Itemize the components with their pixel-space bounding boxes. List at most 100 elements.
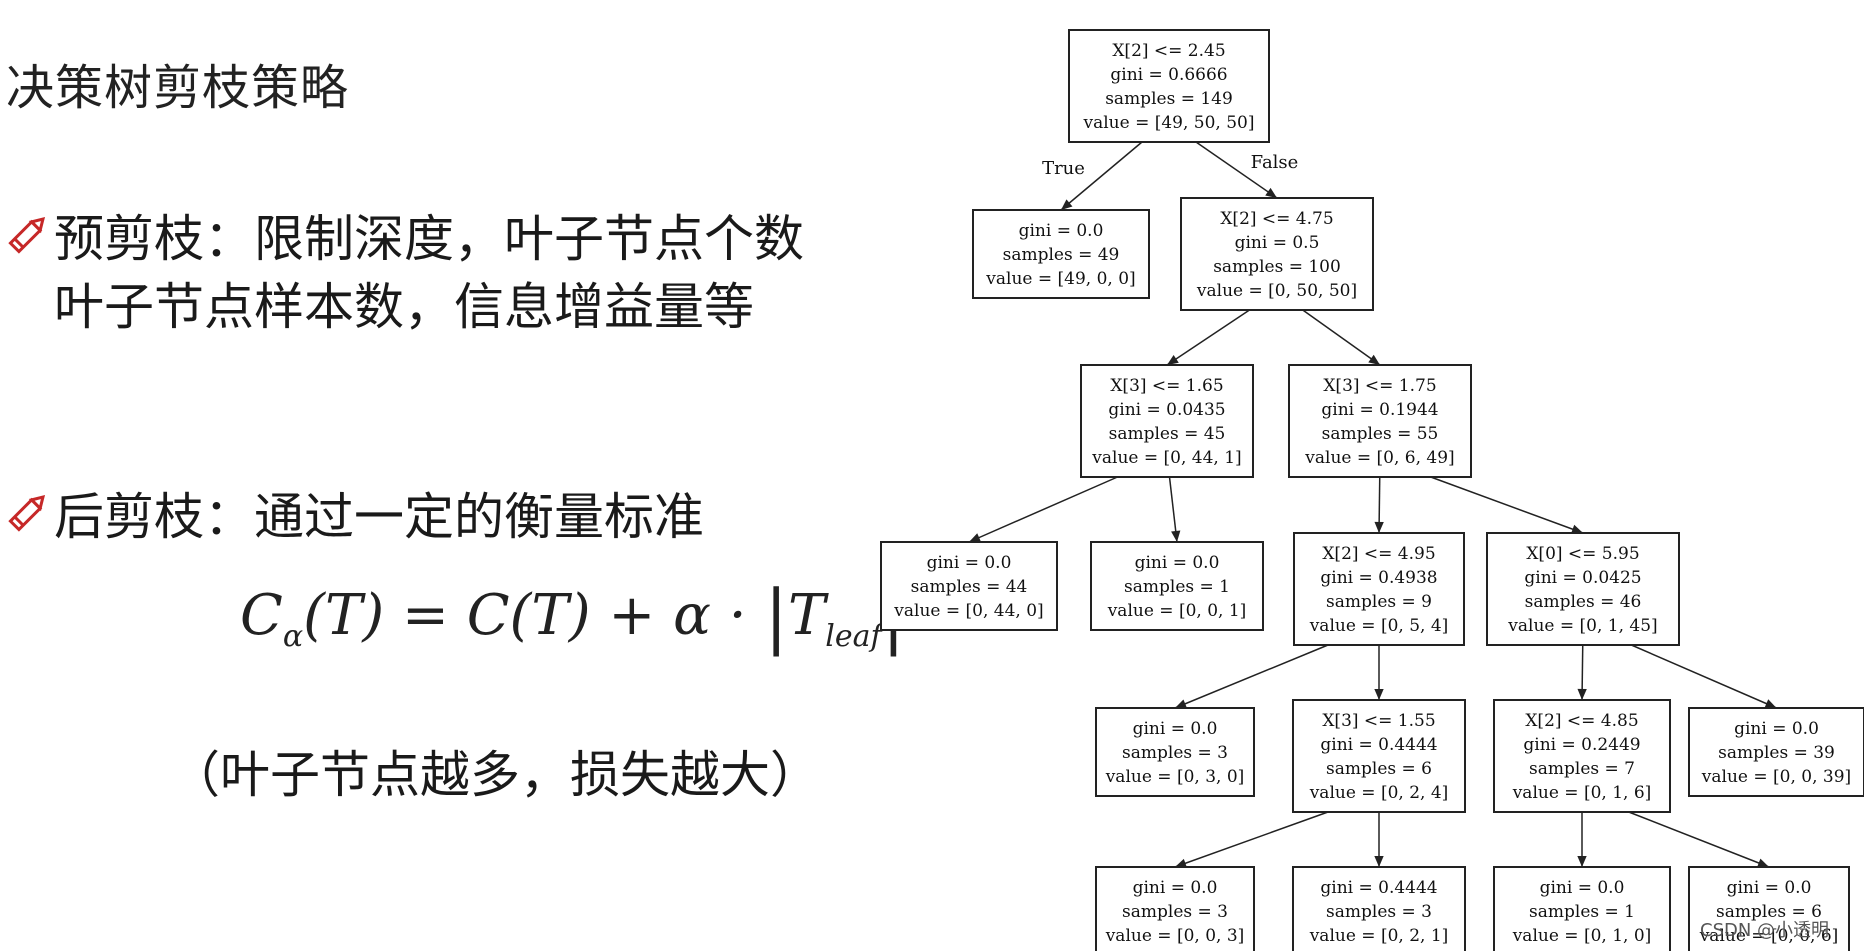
tree-edge-arrowhead bbox=[1171, 530, 1181, 542]
tree-node-text: samples = 55 bbox=[1322, 424, 1439, 444]
tree-node-box bbox=[1493, 699, 1671, 813]
tree-node-text: X[3] <= 1.65 bbox=[1110, 376, 1223, 396]
tree-node-text: value = [0, 3, 0] bbox=[1105, 767, 1245, 787]
tree-node: gini = 0.4444 samples = 3 value = [0, 2, 1… bbox=[1292, 866, 1466, 951]
tree-edge-arrowhead bbox=[1175, 699, 1187, 709]
tree-node-text: value = [49, 0, 0] bbox=[985, 269, 1135, 289]
pencil-icon bbox=[0, 210, 52, 262]
tree-node: gini = 0.0 samples = 49 value = [49, 0, 0] bbox=[972, 209, 1150, 299]
tree-node-text: samples = 9 bbox=[1326, 592, 1432, 612]
tree-node-text: gini = 0.4444 bbox=[1320, 878, 1437, 898]
tree-edge-arrowhead bbox=[1175, 858, 1187, 868]
tree-node-box bbox=[1292, 699, 1466, 813]
tree-edge-arrowhead bbox=[1374, 688, 1384, 700]
tree-node-text: gini = 0.1944 bbox=[1321, 400, 1438, 420]
tree-node-box bbox=[1068, 29, 1270, 143]
edge-label-false: False bbox=[1251, 152, 1299, 173]
tree-edge bbox=[1628, 811, 1770, 868]
tree-node-text: gini = 0.6666 bbox=[1110, 65, 1227, 85]
edge-label-true: True bbox=[1042, 158, 1085, 179]
tree-node-text: gini = 0.5 bbox=[1235, 233, 1320, 253]
formula-leaf-subscript: leaf bbox=[825, 619, 882, 655]
tree-node-text: value = [0, 50, 50] bbox=[1196, 281, 1357, 301]
tree-node-text: gini = 0.0425 bbox=[1524, 568, 1641, 588]
tree-node: gini = 0.0 samples = 44 value = [0, 44, 0] bbox=[880, 541, 1058, 631]
tree-node-box bbox=[880, 541, 1058, 631]
tree-node-text: value = [0, 6, 49] bbox=[1304, 448, 1454, 468]
tree-node-text: samples = 44 bbox=[911, 577, 1028, 597]
tree-node-box bbox=[1688, 866, 1850, 951]
slide-title: 决策树剪枝策略 bbox=[6, 60, 350, 116]
tree-node-box bbox=[1292, 866, 1466, 951]
tree-node-text: samples = 3 bbox=[1122, 743, 1228, 763]
pre-pruning-line1: 预剪枝：限制深度，叶子节点个数 bbox=[54, 210, 804, 268]
tree-node-box bbox=[1095, 866, 1255, 951]
tree-node-text: samples = 3 bbox=[1122, 902, 1228, 922]
tree-node-text: value = [49, 50, 50] bbox=[1082, 113, 1254, 133]
tree-node-text: gini = 0.0 bbox=[1734, 719, 1819, 739]
tree-edge-arrowhead bbox=[1265, 187, 1277, 198]
pruning-note: （叶子节点越多，损失越大） bbox=[170, 746, 820, 804]
tree-node-box bbox=[1095, 707, 1255, 797]
tree-node-text: gini = 0.0 bbox=[1727, 878, 1812, 898]
tree-node-text: samples = 6 bbox=[1716, 902, 1822, 922]
tree-node-text: gini = 0.0 bbox=[927, 553, 1012, 573]
tree-node-text: samples = 3 bbox=[1326, 902, 1432, 922]
tree-node-text: X[2] <= 4.75 bbox=[1220, 209, 1333, 229]
tree-node-text: value = [0, 0, 1] bbox=[1107, 601, 1247, 621]
tree-node-box bbox=[1090, 541, 1264, 631]
tree-node-text: gini = 0.0 bbox=[1019, 221, 1104, 241]
tree-node-text: X[2] <= 4.85 bbox=[1525, 711, 1638, 731]
watermark: CSDN @小透明 bbox=[1700, 920, 1830, 941]
tree-node-text: samples = 1 bbox=[1529, 902, 1635, 922]
tree-node-box bbox=[972, 209, 1150, 299]
tree-node-text: value = [0, 1, 0] bbox=[1512, 926, 1652, 946]
tree-node-text: value = [0, 1, 45] bbox=[1507, 616, 1657, 636]
tree-node: X[0] <= 5.95 gini = 0.0425 samples = 46 val… bbox=[1486, 532, 1680, 646]
tree-edge-arrowhead bbox=[1167, 354, 1179, 365]
tree-edge bbox=[1631, 644, 1777, 709]
tree-node-box bbox=[1493, 866, 1671, 951]
tree-node-text: value = [0, 2, 1] bbox=[1309, 926, 1449, 946]
tree-edge-arrowhead bbox=[1764, 699, 1777, 708]
tree-node-text: X[0] <= 5.95 bbox=[1526, 544, 1639, 564]
tree-edge-arrowhead bbox=[1577, 855, 1587, 867]
tree-node-text: gini = 0.4444 bbox=[1320, 735, 1437, 755]
tree-node-text: X[2] <= 2.45 bbox=[1112, 41, 1225, 61]
tree-node-text: gini = 0.0435 bbox=[1108, 400, 1225, 420]
tree-edge bbox=[968, 476, 1118, 543]
tree-edge-arrowhead bbox=[1577, 688, 1587, 700]
post-pruning-bullet: 后剪枝：通过一定的衡量标准 bbox=[0, 483, 704, 551]
pre-pruning-line2: 叶子节点样本数，信息增益量等 bbox=[54, 278, 754, 336]
tree-node-text: X[3] <= 1.75 bbox=[1323, 376, 1436, 396]
formula-alpha-subscript: α bbox=[282, 619, 304, 655]
formula-rest: (T) = C(T) + α · bbox=[303, 583, 747, 648]
tree-node-box bbox=[1293, 532, 1465, 646]
tree-edge-arrowhead bbox=[1374, 855, 1384, 867]
tree-edge bbox=[1195, 141, 1278, 199]
tree-node-text: gini = 0.0 bbox=[1133, 878, 1218, 898]
tree-edge bbox=[1174, 644, 1329, 709]
tree-node-text: value = [0, 44, 1] bbox=[1091, 448, 1241, 468]
tree-node-text: X[3] <= 1.55 bbox=[1322, 711, 1435, 731]
tree-node-text: samples = 46 bbox=[1525, 592, 1642, 612]
tree-edge bbox=[1060, 141, 1143, 211]
tree-edge-arrowhead bbox=[1374, 521, 1384, 533]
tree-node-text: value = [0, 1, 6] bbox=[1512, 783, 1652, 803]
tree-node-text: value = [0, 44, 0] bbox=[893, 601, 1043, 621]
pre-pruning-bullet: 预剪枝：限制深度，叶子节点个数 叶子节点样本数，信息增益量等 bbox=[0, 205, 804, 341]
tree-node-text: samples = 6 bbox=[1326, 759, 1432, 779]
tree-node-text: samples = 49 bbox=[1003, 245, 1120, 265]
pencil-icon bbox=[0, 488, 52, 540]
